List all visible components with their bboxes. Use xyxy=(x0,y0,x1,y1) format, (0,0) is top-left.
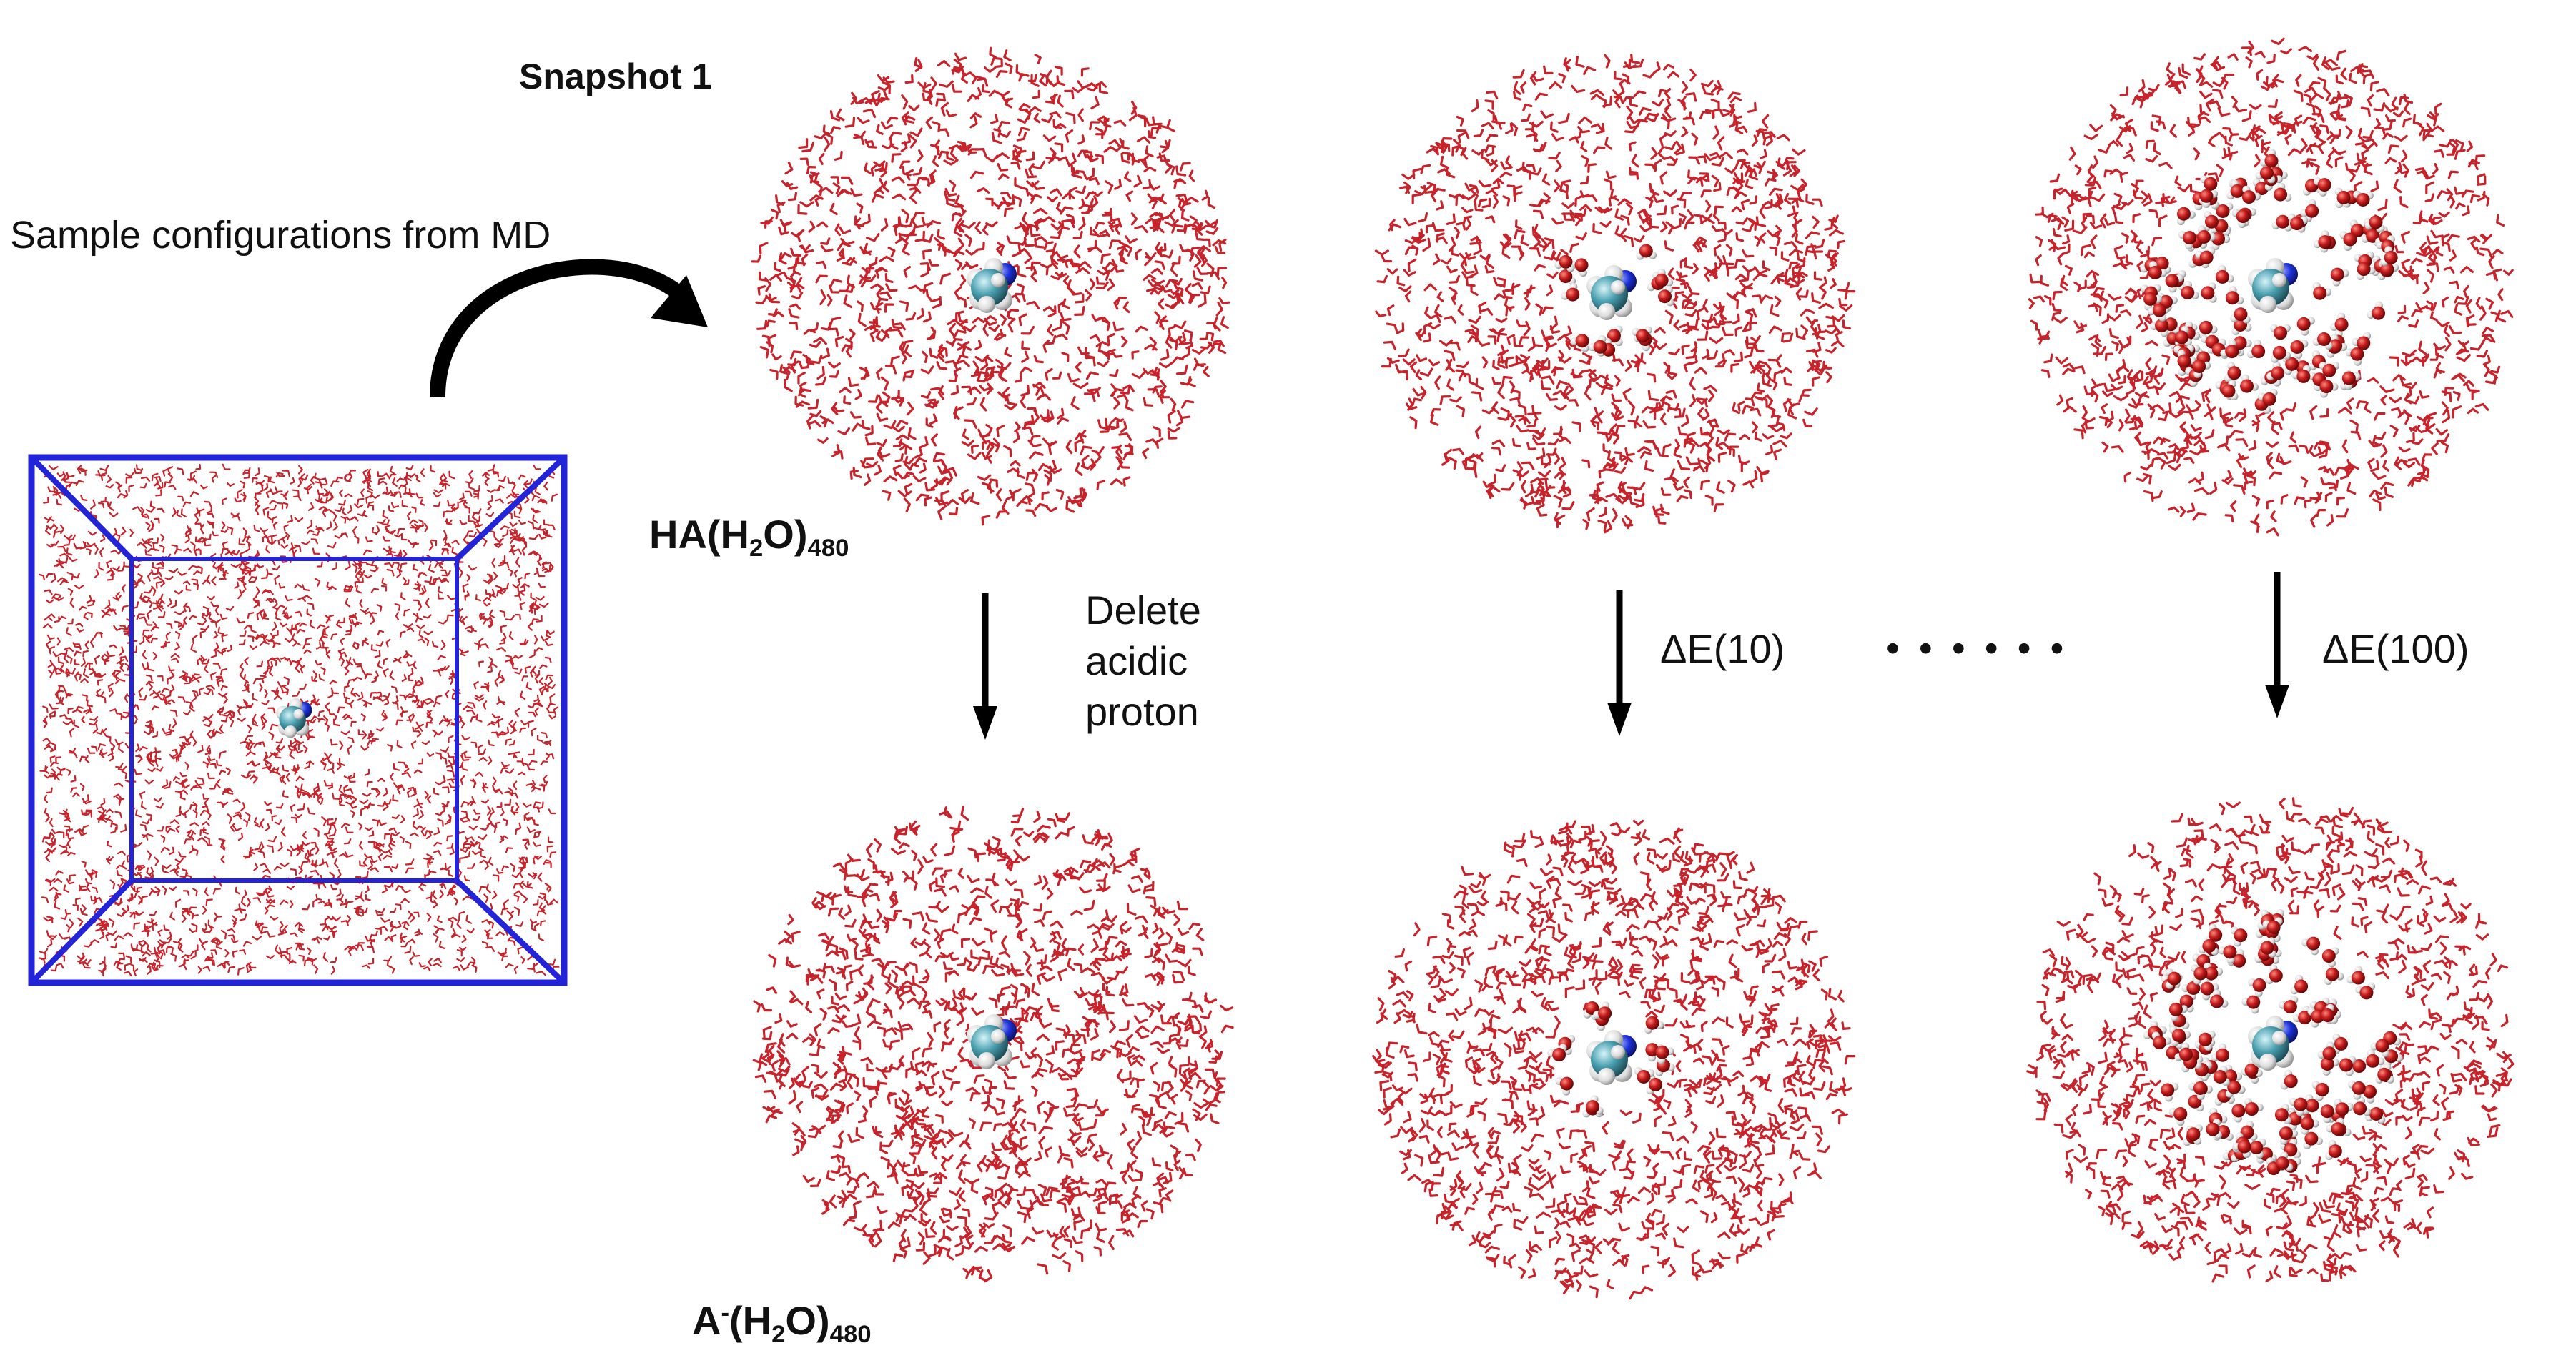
md-box xyxy=(28,454,568,986)
cluster-a-snapshot xyxy=(752,806,1234,1283)
cluster-a-qm10 xyxy=(1372,819,1856,1300)
a-label-count: 480 xyxy=(829,1321,872,1349)
ha-label-mid: O) xyxy=(763,512,808,557)
down-arrow-delete xyxy=(973,593,997,740)
ha-label-prefix: HA(H xyxy=(649,512,749,557)
a-label-charge: - xyxy=(721,1299,730,1327)
ha-label-count: 480 xyxy=(807,535,849,562)
ellipsis-dots: • • • • • • xyxy=(1886,627,2068,670)
cluster-ha-qm10 xyxy=(1374,54,1856,534)
ha-label-subscript: 2 xyxy=(749,535,764,562)
delete-line-3: proton xyxy=(1085,689,1199,735)
down-arrow-de100 xyxy=(2265,572,2289,718)
md-box-frame xyxy=(28,454,568,986)
sample-configurations-label: Sample configurations from MD xyxy=(10,214,551,257)
delete-line-1: Delete xyxy=(1085,588,1201,633)
a-cluster-label: A-(H2O)480 xyxy=(692,1298,872,1347)
snapshot-label: Snapshot 1 xyxy=(519,56,712,96)
delta-e-100-label: ΔE(100) xyxy=(2322,626,2469,671)
a-label-mid2: O) xyxy=(785,1298,830,1343)
md-box-solute xyxy=(276,698,312,738)
a-label-prefix: A xyxy=(692,1298,721,1343)
delta-e-10-label: ΔE(10) xyxy=(1660,626,1785,671)
cluster-a-qm100 xyxy=(2026,797,2515,1283)
cluster-ha-qm100 xyxy=(2028,37,2514,537)
cluster-ha-snapshot xyxy=(751,46,1230,526)
delete-line-2: acidic xyxy=(1085,638,1188,684)
ha-cluster-label: HA(H2O)480 xyxy=(649,512,849,561)
down-arrow-de10 xyxy=(1607,590,1632,736)
a-label-mid: (H xyxy=(729,1298,772,1343)
md-box-waters xyxy=(38,463,560,977)
delete-proton-label: Delete acidic proton xyxy=(1085,585,1201,737)
a-label-subscript: 2 xyxy=(771,1321,786,1349)
curved-arrow xyxy=(430,259,708,397)
